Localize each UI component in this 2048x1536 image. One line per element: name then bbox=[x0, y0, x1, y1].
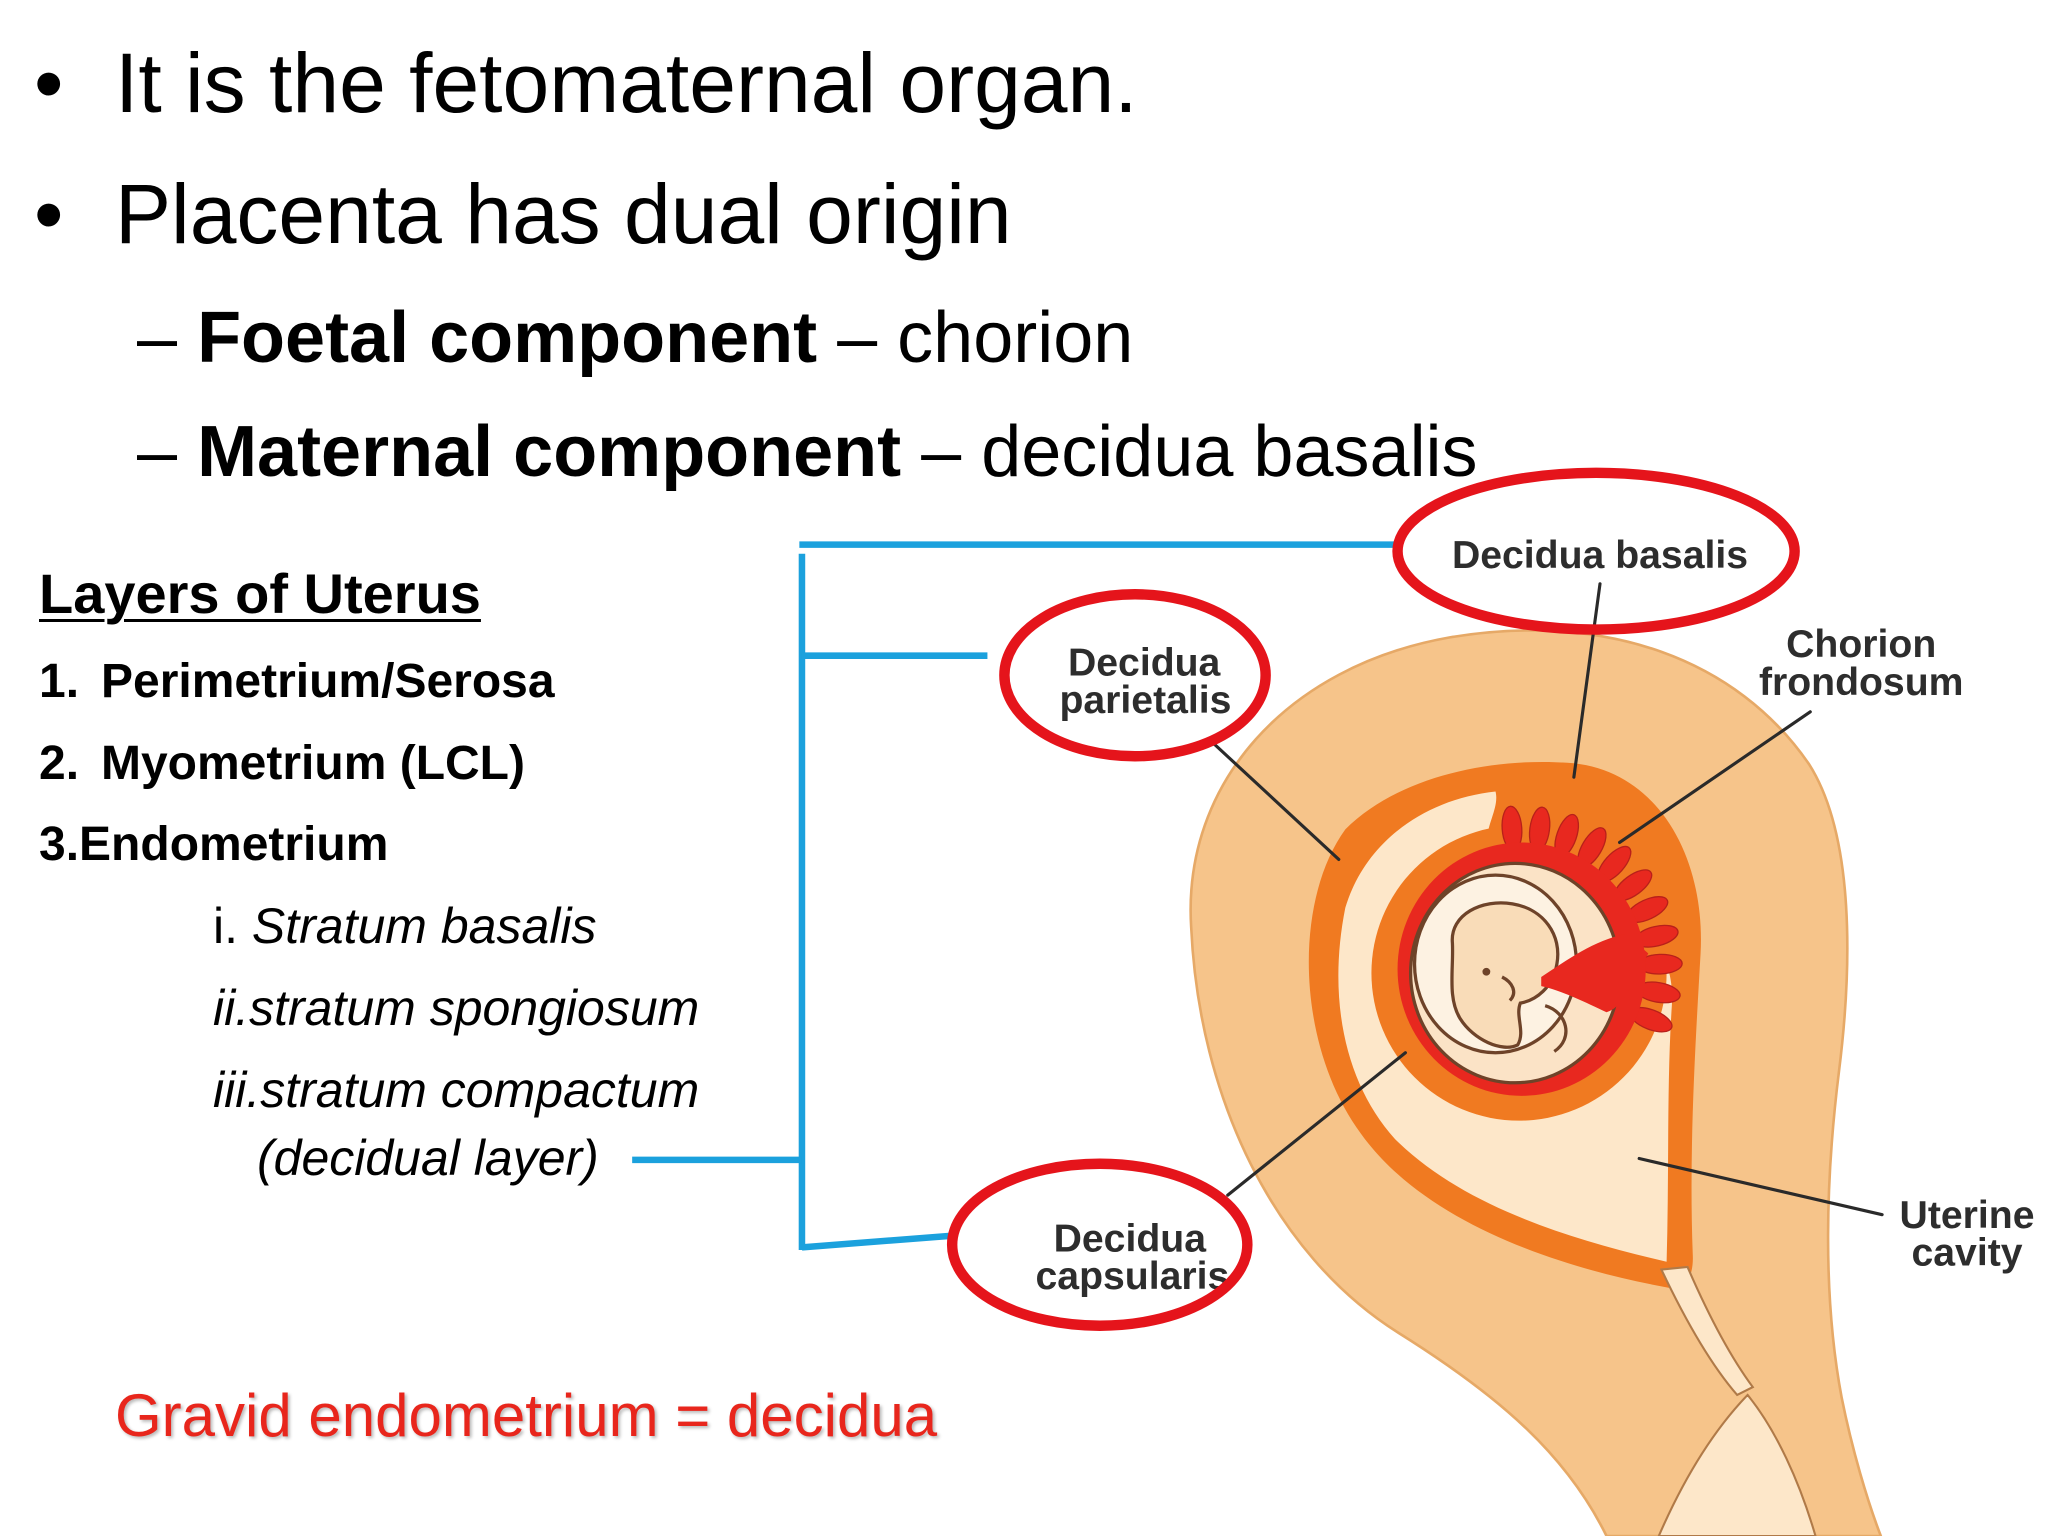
connecting-stalk bbox=[1541, 933, 1649, 1013]
sub-bullet-value: decidua basalis bbox=[981, 412, 1478, 492]
sub-bullet-term: Maternal component bbox=[197, 412, 902, 492]
layers-heading: Layers of Uterus bbox=[39, 562, 481, 625]
layer-item-1: 1. Perimetrium/Serosa bbox=[39, 658, 555, 706]
sub-bullet-separator: – bbox=[837, 298, 878, 378]
highlight-ellipse-decidua-basalis bbox=[1392, 467, 1800, 635]
bracket-capsularis-branch bbox=[801, 1232, 954, 1251]
stratum-item-3: iii.stratum compactum bbox=[213, 1065, 699, 1115]
label-uterine-cavity-line2: cavity bbox=[1911, 1232, 2022, 1275]
pointer-decidua-basalis bbox=[1572, 582, 1602, 779]
label-decidua-parietalis-line2: parietalis bbox=[1059, 679, 1231, 722]
stratum-label: Stratum basalis bbox=[251, 898, 597, 954]
footnote-gravid-endometrium: Gravid endometrium = decidua bbox=[115, 1382, 938, 1449]
sub-bullet-dash: – bbox=[137, 412, 178, 492]
pointer-uterine-cavity bbox=[1637, 1156, 1884, 1217]
embryo bbox=[1450, 901, 1560, 1049]
bullet-dot: • bbox=[34, 167, 64, 261]
layer-item-number: 1. bbox=[39, 655, 80, 708]
label-decidua-parietalis-line1: Decidua bbox=[1068, 641, 1222, 684]
label-decidua-capsularis-line2: capsularis bbox=[1036, 1255, 1230, 1298]
label-decidua-basalis: Decidua basalis bbox=[1452, 534, 1748, 577]
bullet-text-2: Placenta has dual origin bbox=[115, 167, 1012, 261]
pointer-decidua-parietalis bbox=[1213, 742, 1341, 861]
vagina bbox=[1657, 1393, 1817, 1536]
sub-bullet-value: chorion bbox=[897, 298, 1134, 378]
sub-bullet-separator: – bbox=[921, 412, 962, 492]
layer-item-number: 3. bbox=[39, 818, 80, 871]
layer-item-3: 3.Endometrium bbox=[39, 821, 388, 869]
label-chorion-frondosum-line1: Chorion bbox=[1786, 623, 1936, 666]
stratum-number: iii. bbox=[213, 1062, 261, 1118]
sub-bullet-foetal: – Foetal component – chorion bbox=[137, 302, 1133, 374]
stratum-item-2: ii.stratum spongiosum bbox=[213, 983, 699, 1033]
sub-bullet-term: Foetal component bbox=[197, 298, 818, 378]
stratum-label: stratum spongiosum bbox=[249, 980, 700, 1036]
bullet-dot: • bbox=[34, 36, 64, 130]
label-decidua-capsularis-line1: Decidua bbox=[1054, 1217, 1208, 1260]
layer-item-number: 2. bbox=[39, 737, 80, 790]
stratum-item-1: i. Stratum basalis bbox=[213, 901, 597, 951]
pointer-decidua-capsularis bbox=[1226, 1051, 1407, 1197]
layer-item-label: Perimetrium/Serosa bbox=[101, 655, 555, 708]
embryo-eye bbox=[1482, 967, 1491, 976]
compactum-note: (decidual layer) bbox=[257, 1130, 599, 1186]
highlight-ellipse-decidua-parietalis bbox=[999, 589, 1271, 762]
label-chorion-frondosum-line2: frondosum bbox=[1759, 661, 1964, 704]
label-uterine-cavity-line1: Uterine bbox=[1900, 1194, 2035, 1237]
embryo-limb-bud bbox=[1501, 975, 1516, 1002]
sub-bullet-maternal: – Maternal component – decidua basalis bbox=[137, 416, 1478, 488]
stratum-label: stratum compactum bbox=[260, 1062, 700, 1118]
pointer-chorion-frondosum bbox=[1618, 710, 1812, 845]
layer-item-label: Endometrium bbox=[79, 818, 389, 871]
yolk-sac-outline bbox=[1544, 1004, 1568, 1053]
highlight-ellipse-decidua-capsularis bbox=[946, 1158, 1253, 1331]
bullet-text-1: It is the fetomaternal organ. bbox=[115, 36, 1138, 130]
stratum-number: i. bbox=[213, 898, 238, 954]
layer-item-label: Myometrium (LCL) bbox=[101, 737, 525, 790]
sub-bullet-dash: – bbox=[137, 298, 178, 378]
stratum-number: ii. bbox=[213, 980, 250, 1036]
layer-item-2: 2. Myometrium (LCL) bbox=[39, 740, 525, 788]
cervical-canal bbox=[1659, 1265, 1755, 1397]
chorion-villi bbox=[1501, 805, 1683, 1033]
